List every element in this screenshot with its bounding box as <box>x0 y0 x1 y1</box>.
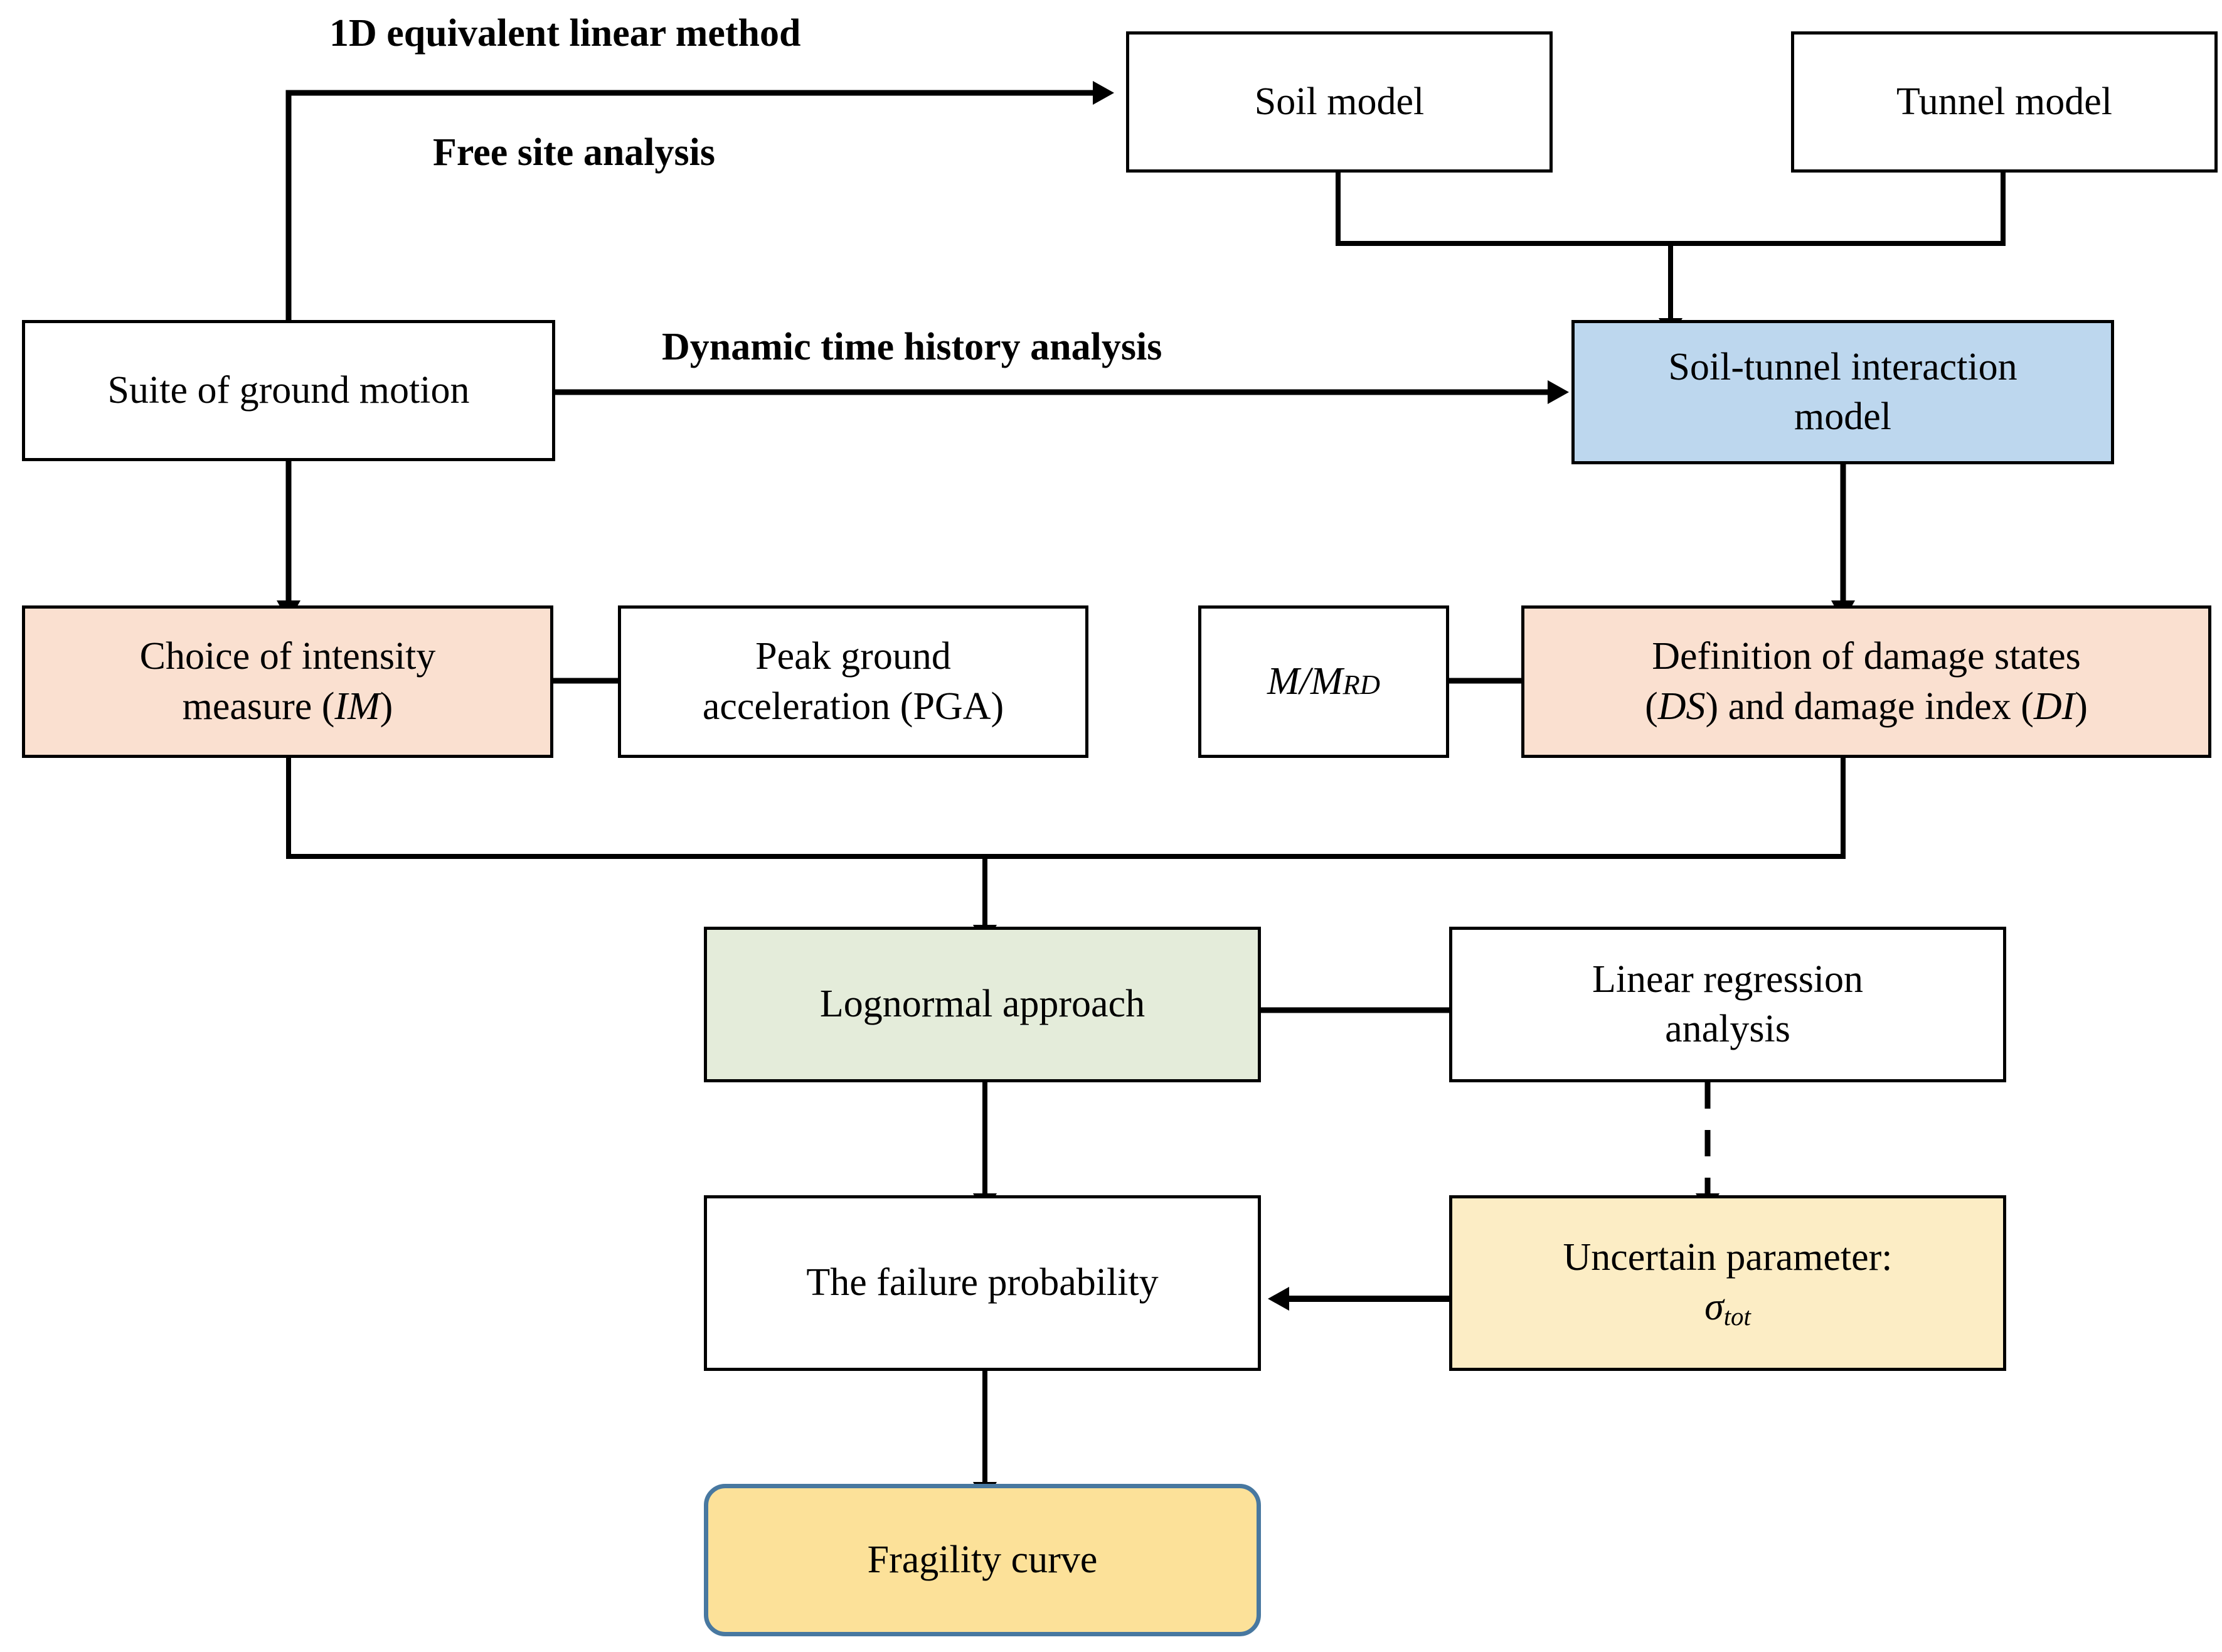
node-the-failure-probability[interactable]: The failure probability <box>704 1195 1261 1371</box>
node-linreg-line1: Linear regression <box>1592 957 1864 1001</box>
node-pga-line2: acceleration (PGA) <box>702 685 1004 728</box>
node-uncertain-subscript: tot <box>1723 1302 1751 1331</box>
label-dynamic-time-history-analysis: Dynamic time history analysis <box>662 326 1162 368</box>
node-suite-of-ground-motion[interactable]: Suite of ground motion <box>22 320 555 461</box>
node-tunnel-model[interactable]: Tunnel model <box>1791 31 2218 173</box>
node-fragility-curve[interactable]: Fragility curve <box>704 1484 1261 1636</box>
node-choice-of-intensity-measure[interactable]: Choice of intensity measure (IM) <box>22 605 553 758</box>
node-ds-abbr: DS <box>1657 685 1706 728</box>
node-moment-ratio-numerator: M <box>1267 659 1300 703</box>
node-ds-close: ) <box>2075 685 2088 728</box>
connector-models-to-interaction <box>1336 173 2006 339</box>
node-pga-line1: Peak ground <box>755 635 951 678</box>
node-definition-of-damage-states[interactable]: Definition of damage states (DS) and dam… <box>1521 605 2211 758</box>
node-uncertain-parameter[interactable]: Uncertain parameter: σtot <box>1449 1195 2006 1371</box>
node-ds-line1: Definition of damage states <box>1652 635 2081 678</box>
node-choice-im-abbr: IM <box>334 685 380 728</box>
node-ds-mid: ) and damage index ( <box>1705 685 2034 728</box>
connector-im-ds-to-lognormal <box>286 758 1846 946</box>
node-choice-im-line1: Choice of intensity <box>139 635 436 678</box>
label-1d-equivalent-linear-method: 1D equivalent linear method <box>329 12 801 55</box>
node-suite-of-ground-motion-label: Suite of ground motion <box>107 368 470 412</box>
node-ds-open: ( <box>1645 685 1658 728</box>
node-soil-tunnel-line1: Soil-tunnel interaction <box>1668 345 2017 388</box>
node-peak-ground-acceleration[interactable]: Peak ground acceleration (PGA) <box>618 605 1088 758</box>
node-moment-ratio-subscript: RD <box>1342 668 1381 700</box>
node-fragility-curve-label: Fragility curve <box>867 1538 1098 1581</box>
node-moment-ratio-denominator: M <box>1310 659 1343 703</box>
label-free-site-analysis: Free site analysis <box>433 131 716 174</box>
node-linreg-line2: analysis <box>1665 1008 1790 1050</box>
node-lognormal-approach[interactable]: Lognormal approach <box>704 927 1261 1082</box>
node-moment-ratio-slash: / <box>1299 659 1310 703</box>
node-failure-probability-label: The failure probability <box>806 1261 1159 1304</box>
node-uncertain-sigma: σ <box>1704 1285 1724 1328</box>
node-soil-tunnel-interaction-model[interactable]: Soil-tunnel interaction model <box>1571 320 2114 464</box>
node-di-abbr: DI <box>2033 685 2075 728</box>
node-choice-im-line2-post: ) <box>380 685 393 728</box>
node-tunnel-model-label: Tunnel model <box>1896 80 2112 123</box>
connector-gm-to-soil-model <box>285 81 1114 320</box>
node-lognormal-approach-label: Lognormal approach <box>819 983 1146 1026</box>
node-moment-ratio[interactable]: M/MRD <box>1198 605 1449 758</box>
node-uncertain-line1: Uncertain parameter: <box>1563 1235 1893 1279</box>
node-soil-model[interactable]: Soil model <box>1126 31 1553 173</box>
node-soil-tunnel-line2: model <box>1794 395 1891 438</box>
node-soil-model-label: Soil model <box>1254 80 1425 123</box>
node-linear-regression-analysis[interactable]: Linear regression analysis <box>1449 927 2006 1082</box>
node-choice-im-line2-pre: measure ( <box>182 685 335 728</box>
